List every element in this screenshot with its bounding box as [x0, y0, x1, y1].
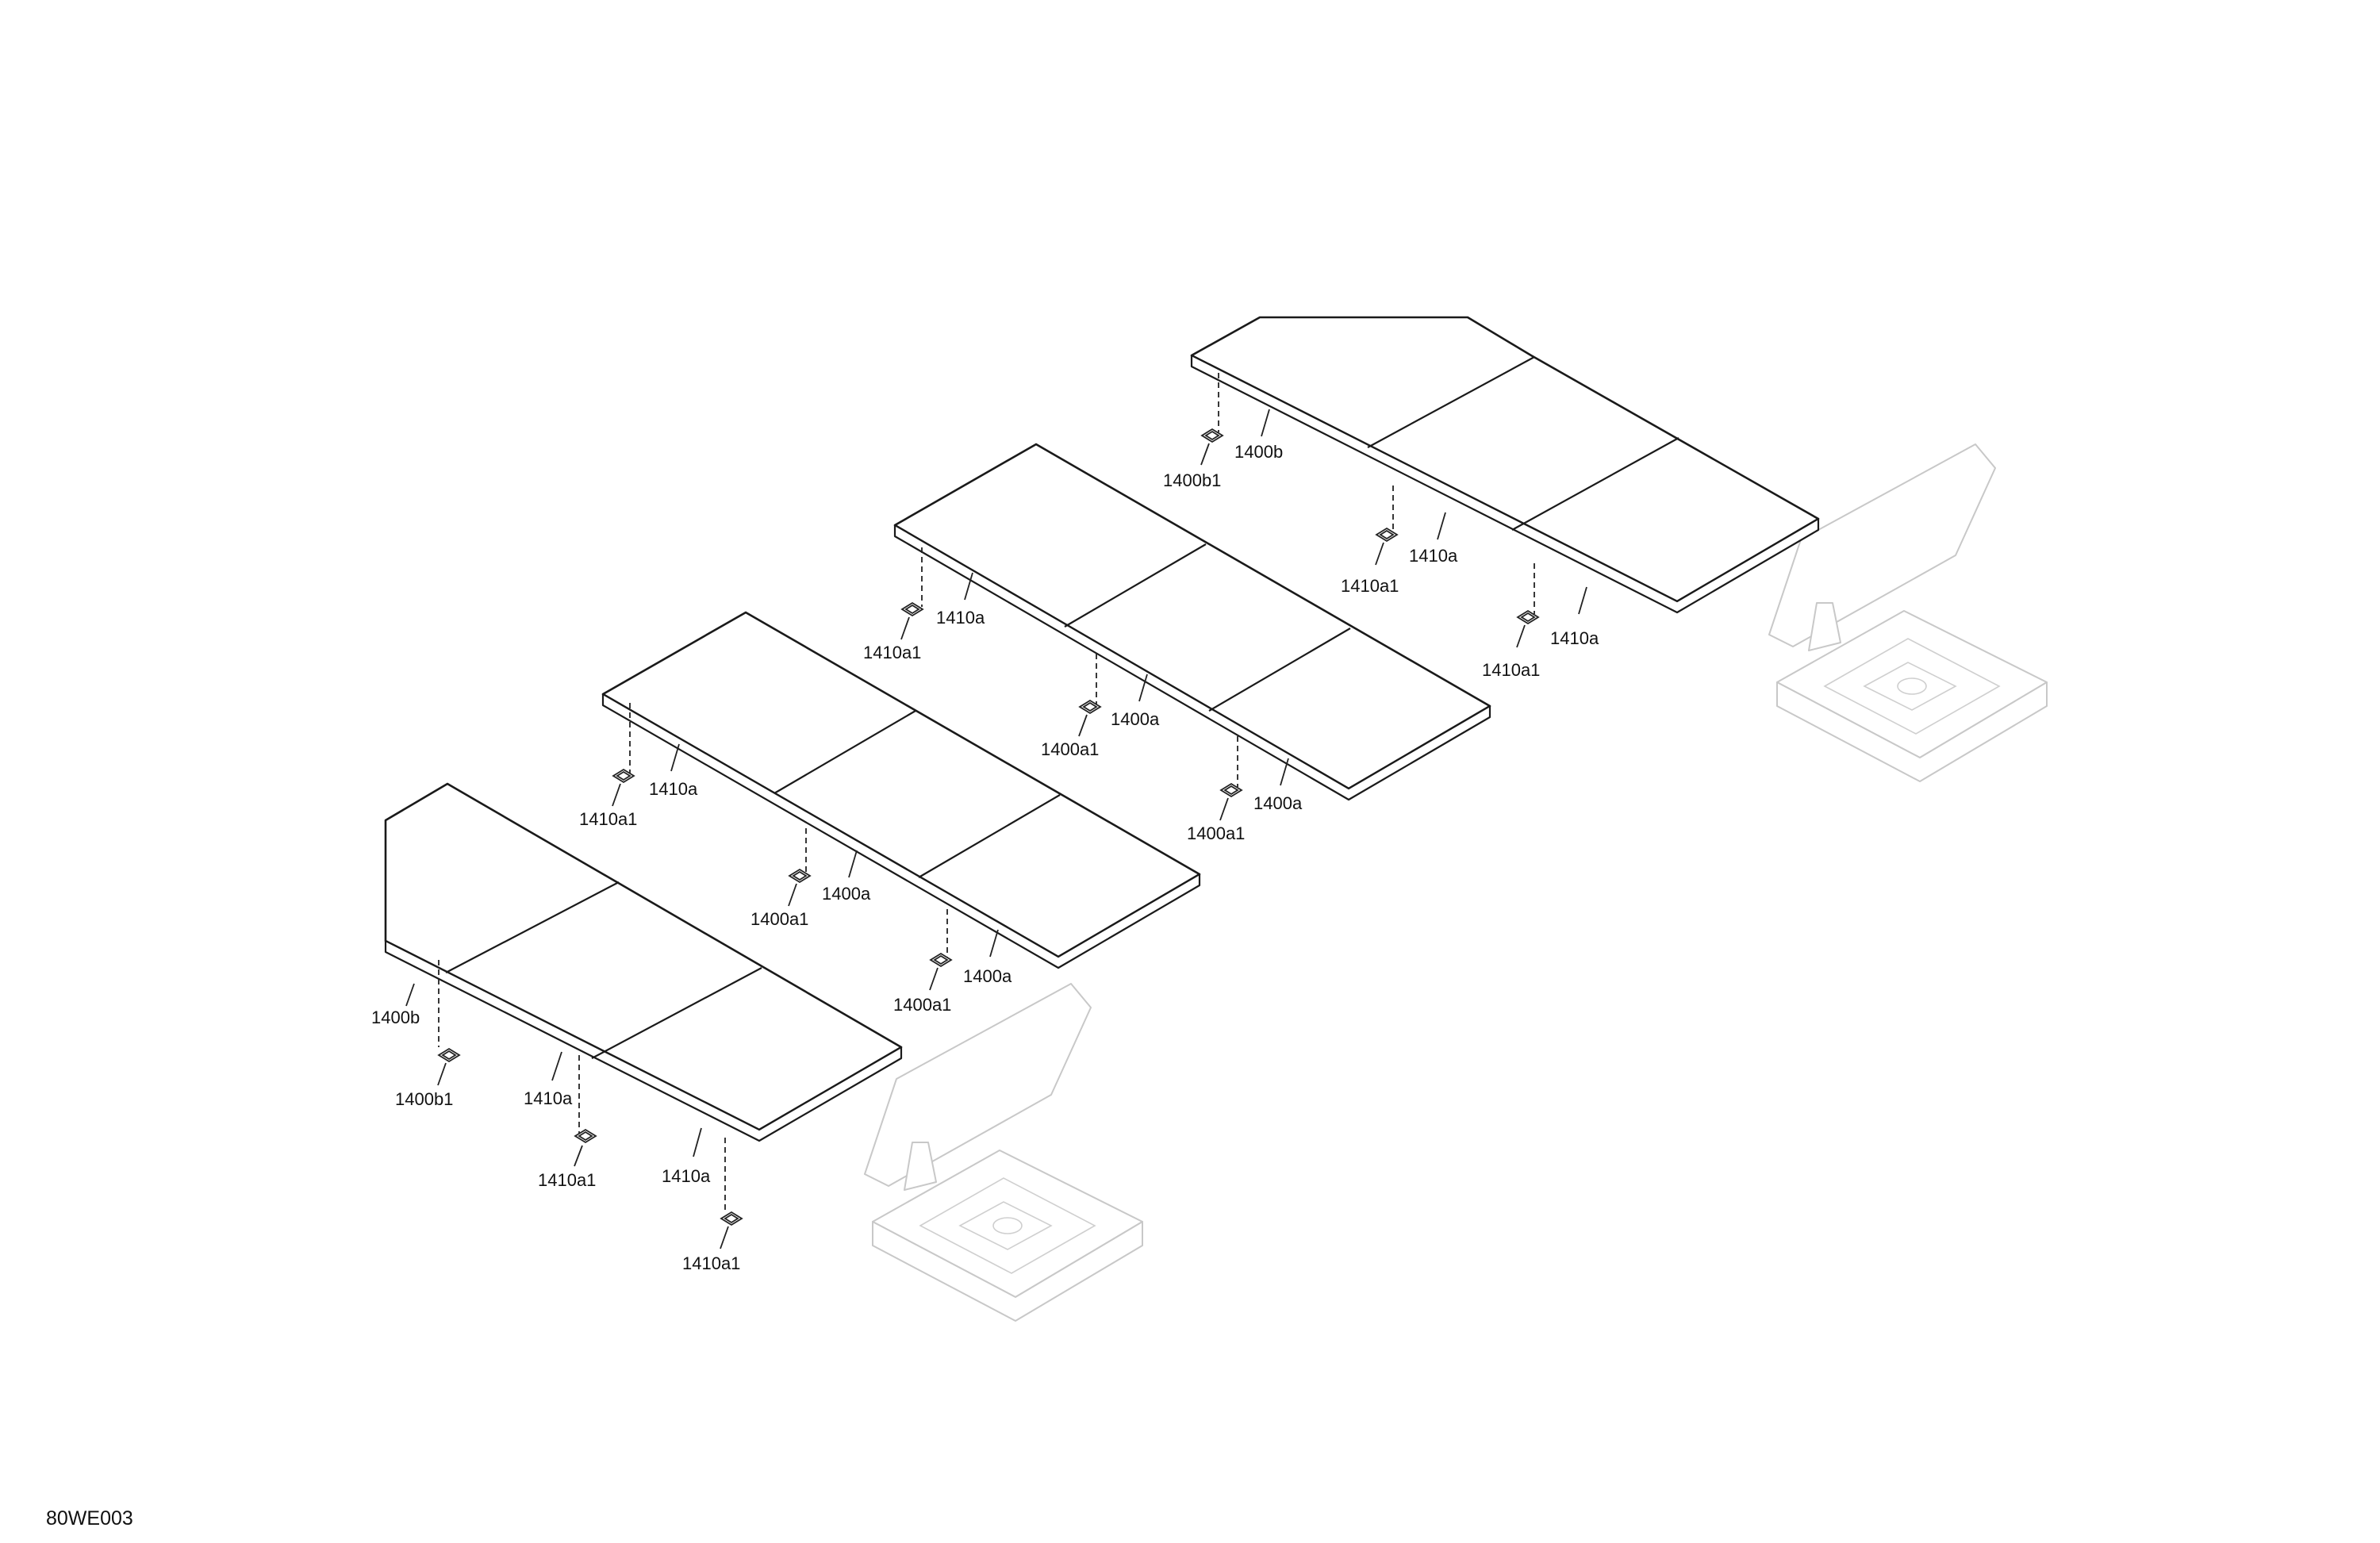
floor-panel-icon [601, 611, 1201, 969]
callout-c1: 1400b [371, 1008, 420, 1027]
callout-c11: 1400a [963, 966, 1012, 986]
callout-c9: 1400a [822, 884, 871, 904]
floor-panel-icon [893, 443, 1491, 801]
callout-c12: 1400a1 [893, 995, 951, 1015]
leader-lines [405, 409, 1587, 1249]
seat-base-icon [864, 983, 1143, 1322]
callout-c8: 1410a1 [579, 809, 637, 829]
callout-c22: 1410a1 [1341, 576, 1399, 596]
callout-c21: 1410a [1409, 546, 1458, 566]
callout-c24: 1410a1 [1482, 660, 1540, 680]
callout-c3: 1410a [524, 1088, 573, 1108]
seat-base-icon [1768, 443, 2048, 782]
callout-labels: 1400b 1400b1 1410a 1410a1 1410a 1410a1 1… [371, 442, 1599, 1273]
callout-c2: 1400b1 [395, 1089, 453, 1109]
callout-c14: 1410a1 [863, 643, 921, 662]
callout-c5: 1410a [662, 1166, 711, 1186]
callout-c13: 1410a [936, 608, 985, 628]
callout-c16: 1400a1 [1041, 739, 1099, 759]
callout-c15: 1400a [1111, 709, 1160, 729]
floor-panel-icon [1190, 316, 1820, 614]
floor-panel-icon [384, 782, 903, 1142]
attachment-lines [438, 373, 1535, 1214]
callout-c7: 1410a [649, 779, 698, 799]
figure-id: 80WE003 [46, 1507, 133, 1530]
callout-c17: 1400a [1253, 793, 1303, 813]
callout-c18: 1400a1 [1187, 823, 1245, 843]
callout-c23: 1410a [1550, 628, 1599, 648]
callout-c6: 1410a1 [682, 1253, 740, 1273]
callout-c4: 1410a1 [538, 1170, 596, 1190]
callout-c10: 1400a1 [750, 909, 808, 929]
callout-c19: 1400b [1234, 442, 1283, 462]
callout-c20: 1400b1 [1163, 470, 1221, 490]
